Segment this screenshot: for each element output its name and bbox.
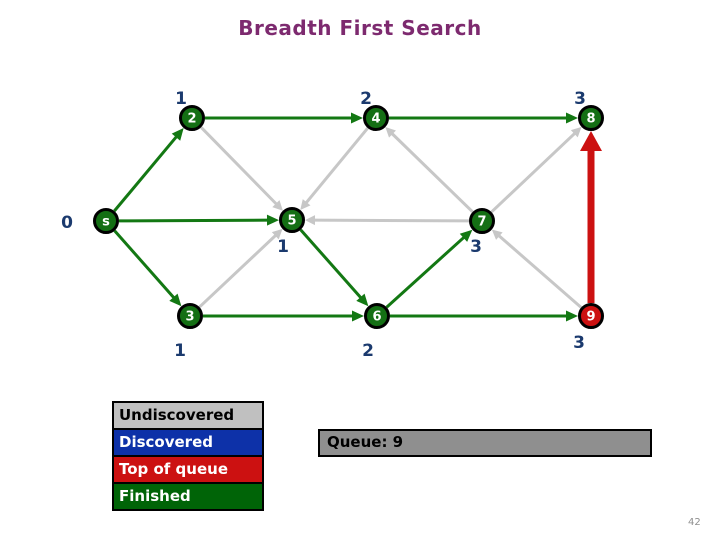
graph-node-8 xyxy=(578,105,604,131)
edge-arrowhead-6-7 xyxy=(459,229,473,242)
graph-node-4 xyxy=(363,105,389,131)
graph-node-7 xyxy=(469,208,495,234)
edge-7-8 xyxy=(490,131,577,214)
node-state-legend: Undiscovered Discovered Top of queue Fin… xyxy=(112,401,264,511)
edge-arrowhead-3-5 xyxy=(271,228,283,240)
edge-arrowhead-9-7 xyxy=(491,229,503,240)
edge-7-5 xyxy=(312,218,470,223)
edge-6-7 xyxy=(385,235,466,309)
page-number: 42 xyxy=(688,517,701,528)
edge-3-5 xyxy=(198,233,278,309)
edge-arrowhead-4-5 xyxy=(300,199,311,210)
graph-node-label-7: 7 xyxy=(477,215,486,230)
legend-row-top-of-queue: Top of queue xyxy=(112,455,264,484)
graph-node-label-4: 4 xyxy=(371,112,380,127)
distance-label-2: 1 xyxy=(175,89,187,109)
graph-node-s xyxy=(93,208,119,234)
graph-node-label-8: 8 xyxy=(586,112,595,127)
graph-node-label-s: s xyxy=(102,215,110,230)
graph-node-label-5: 5 xyxy=(287,214,296,229)
edge-arrowhead-6-9 xyxy=(566,310,578,322)
distance-label-3: 1 xyxy=(174,341,186,361)
edge-4-5 xyxy=(304,127,369,205)
distance-label-6: 2 xyxy=(362,341,374,361)
edge-5-6 xyxy=(299,228,363,300)
edge-arrowhead-5-6 xyxy=(356,293,369,307)
distance-label-9: 3 xyxy=(573,333,585,353)
edge-s-3 xyxy=(113,229,176,300)
edge-arrowhead-s-5 xyxy=(266,214,280,226)
edge-arrowhead-7-5 xyxy=(304,215,316,226)
graph-node-label-9: 9 xyxy=(586,310,595,325)
edge-2-5 xyxy=(200,126,279,207)
edge-arrowhead-7-4 xyxy=(385,127,396,138)
graph-node-label-6: 6 xyxy=(372,310,381,325)
legend-row-finished: Finished xyxy=(112,482,264,511)
edge-arrowhead-9-8 xyxy=(580,131,602,151)
graph-node-2 xyxy=(179,105,205,131)
graph-node-label-3: 3 xyxy=(185,310,194,325)
distance-label-5: 1 xyxy=(277,237,289,257)
edge-arrowhead-s-3 xyxy=(169,293,182,307)
edge-9-7 xyxy=(496,233,583,309)
edge-arrowhead-4-8 xyxy=(566,112,578,124)
graph-node-6 xyxy=(364,303,390,329)
edge-7-4 xyxy=(390,131,474,214)
edge-s-2 xyxy=(113,134,179,212)
graph-node-label-2: 2 xyxy=(187,112,196,127)
legend-row-discovered: Discovered xyxy=(112,428,264,457)
queue-status-box: Queue: 9 xyxy=(318,429,652,457)
legend-row-undiscovered: Undiscovered xyxy=(112,401,264,430)
edge-arrowhead-7-8 xyxy=(570,126,582,138)
graph-node-9 xyxy=(578,303,604,329)
distance-label-s: 0 xyxy=(61,213,73,233)
edge-arrowhead-s-2 xyxy=(171,127,184,141)
edge-s-5 xyxy=(118,218,270,223)
edge-arrowhead-2-5 xyxy=(272,200,283,211)
distance-label-8: 3 xyxy=(574,89,586,109)
slide-title: Breadth First Search xyxy=(238,16,482,40)
edge-arrowhead-2-4 xyxy=(351,112,363,124)
distance-label-7: 3 xyxy=(470,237,482,257)
graph-node-5 xyxy=(279,207,305,233)
distance-label-4: 2 xyxy=(360,89,372,109)
edge-arrowhead-3-6 xyxy=(352,310,364,322)
graph-node-3 xyxy=(177,303,203,329)
